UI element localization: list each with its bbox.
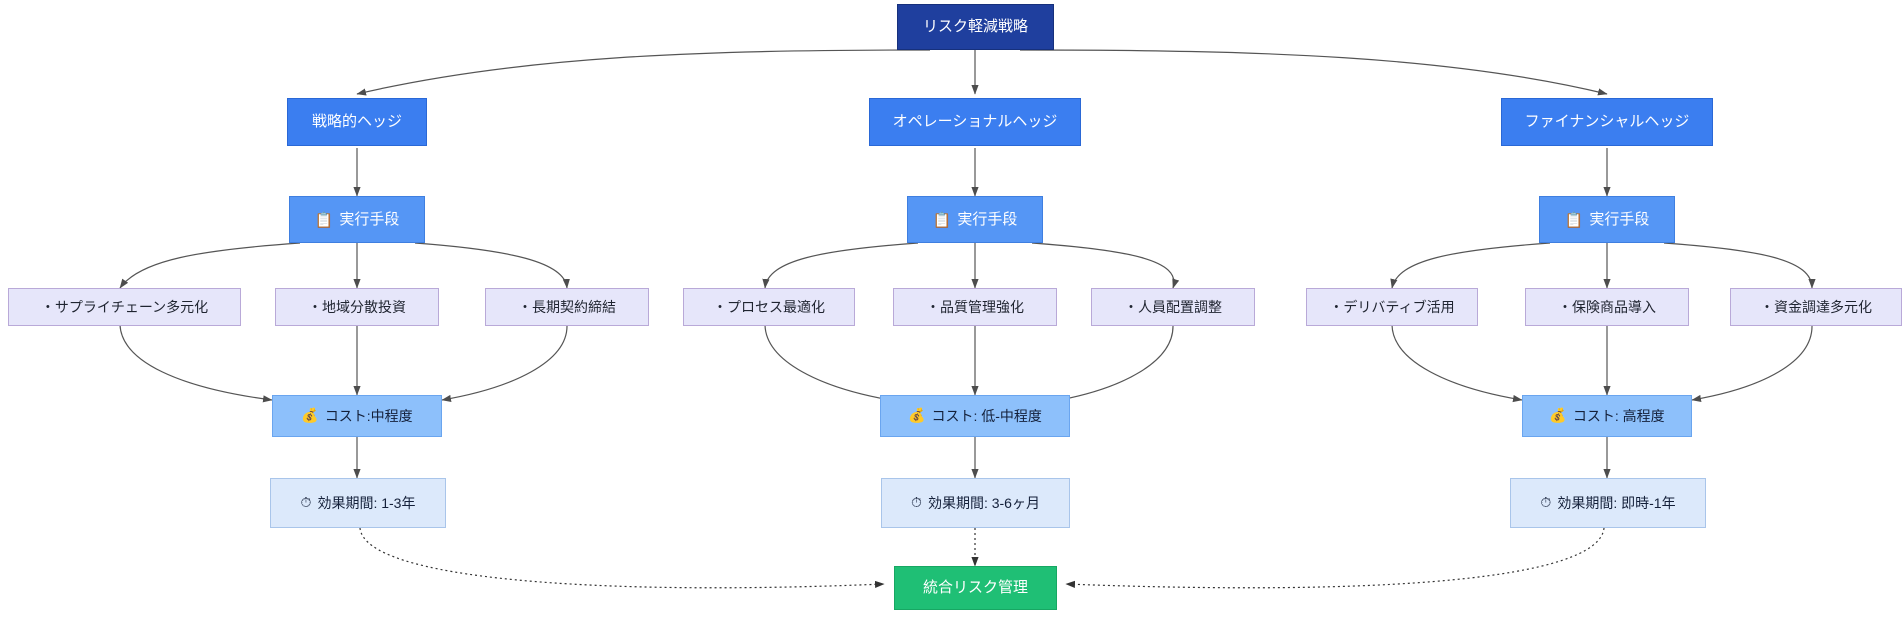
node-cost-strategic[interactable]: 💰 コスト:中程度 [272, 395, 442, 437]
node-duration-operational[interactable]: ⏱ 効果期間: 3-6ヶ月 [881, 478, 1070, 528]
node-item-strategic-2[interactable]: ・地域分散投資 [275, 288, 439, 326]
node-item-operational-3[interactable]: ・人員配置調整 [1091, 288, 1255, 326]
edge-item3-ocost [1059, 324, 1174, 402]
node-root-label: リスク軽減戦略 [922, 18, 1028, 35]
edge-fmeans-item3 [1663, 242, 1816, 289]
node-duration-strategic[interactable]: ⏱ 効果期間: 1-3年 [270, 478, 446, 528]
node-duration-label: 効果期間: 1-3年 [317, 494, 416, 511]
node-item-label: ・資金調達多元化 [1760, 298, 1872, 315]
edge-item1-fcost [1391, 324, 1523, 403]
node-category-strategic-label: 戦略的ヘッジ [311, 113, 402, 130]
node-item-strategic-3[interactable]: ・長期契約締結 [485, 288, 649, 326]
node-item-label: ・デリバティブ活用 [1329, 298, 1455, 315]
money-bag-icon: 💰 [1549, 407, 1567, 424]
edge-item1-scost [119, 324, 273, 403]
clipboard-icon: 📋 [932, 210, 952, 229]
edge-omeans-item3 [1031, 242, 1180, 289]
node-item-operational-1[interactable]: ・プロセス最適化 [683, 288, 855, 326]
node-cost-label: コスト: 低-中程度 [931, 407, 1042, 424]
stopwatch-icon: ⏱ [911, 494, 922, 511]
clipboard-icon: 📋 [314, 210, 334, 229]
stopwatch-icon: ⏱ [300, 494, 312, 511]
node-category-operational[interactable]: オペレーショナルヘッジ [869, 98, 1081, 146]
node-category-strategic[interactable]: 戦略的ヘッジ [287, 98, 427, 146]
node-duration-label: 効果期間: 3-6ヶ月 [927, 494, 1040, 511]
node-means-operational-label: 実行手段 [957, 210, 1018, 228]
edge-sdur-integrated [359, 527, 885, 589]
node-category-operational-label: オペレーショナルヘッジ [892, 113, 1058, 130]
node-item-label: ・保険商品導入 [1558, 298, 1656, 315]
node-cost-operational[interactable]: 💰 コスト: 低-中程度 [880, 395, 1070, 437]
node-item-financial-2[interactable]: ・保険商品導入 [1525, 288, 1689, 326]
edge-root-financial [1019, 49, 1608, 96]
node-item-label: ・地域分散投資 [308, 298, 406, 315]
edge-fmeans-item1 [1390, 242, 1551, 289]
node-means-operational[interactable]: 📋 実行手段 [907, 196, 1043, 243]
edge-fdur-integrated [1065, 527, 1605, 589]
node-category-financial-label: ファイナンシャルヘッジ [1524, 113, 1690, 130]
edge-item3-scost [441, 324, 568, 403]
node-item-label: ・品質管理強化 [926, 298, 1024, 315]
node-means-financial[interactable]: 📋 実行手段 [1539, 196, 1675, 243]
money-bag-icon: 💰 [908, 407, 926, 424]
node-item-strategic-1[interactable]: ・サプライチェーン多元化 [8, 288, 241, 326]
node-cost-label: コスト:中程度 [324, 407, 413, 424]
node-means-financial-label: 実行手段 [1589, 210, 1650, 228]
node-item-label: ・プロセス最適化 [713, 298, 825, 315]
node-item-operational-2[interactable]: ・品質管理強化 [893, 288, 1057, 326]
stopwatch-icon: ⏱ [1540, 494, 1552, 511]
node-duration-label: 効果期間: 即時-1年 [1557, 494, 1676, 511]
node-item-label: ・長期契約締結 [518, 298, 616, 315]
node-root[interactable]: リスク軽減戦略 [897, 4, 1054, 50]
node-item-financial-3[interactable]: ・資金調達多元化 [1730, 288, 1902, 326]
node-cost-label: コスト: 高程度 [1572, 407, 1665, 424]
money-bag-icon: 💰 [301, 407, 319, 424]
node-category-financial[interactable]: ファイナンシャルヘッジ [1501, 98, 1713, 146]
node-integrated-label: 統合リスク管理 [922, 579, 1028, 596]
node-integrated-risk-management[interactable]: 統合リスク管理 [894, 566, 1057, 610]
edge-item3-fcost [1691, 324, 1813, 403]
node-means-strategic-label: 実行手段 [339, 210, 400, 228]
edge-smeans-item1 [119, 242, 301, 289]
node-duration-financial[interactable]: ⏱ 効果期間: 即時-1年 [1510, 478, 1706, 528]
edge-item1-ocost [764, 324, 891, 402]
edge-root-strategic [356, 49, 931, 96]
edge-smeans-item3 [414, 242, 570, 289]
node-cost-financial[interactable]: 💰 コスト: 高程度 [1522, 395, 1692, 437]
edge-omeans-item1 [762, 242, 919, 289]
node-means-strategic[interactable]: 📋 実行手段 [289, 196, 425, 243]
clipboard-icon: 📋 [1564, 210, 1584, 229]
node-item-label: ・人員配置調整 [1124, 298, 1222, 315]
node-item-financial-1[interactable]: ・デリバティブ活用 [1306, 288, 1478, 326]
node-item-label: ・サプライチェーン多元化 [40, 298, 209, 315]
